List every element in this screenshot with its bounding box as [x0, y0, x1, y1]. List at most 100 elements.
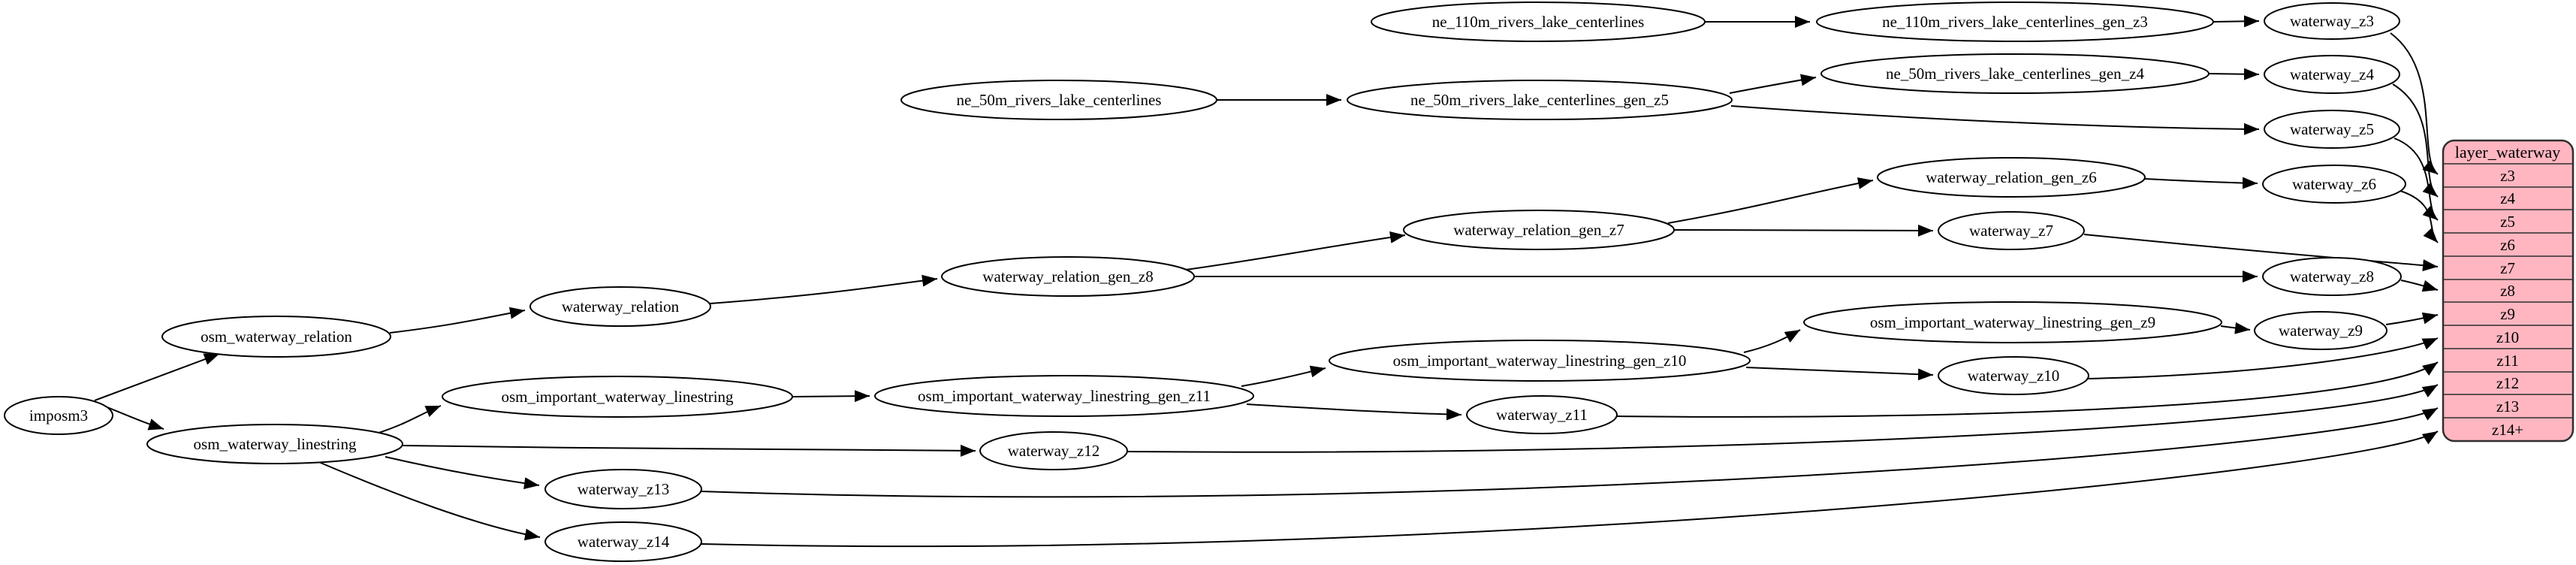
record-row-z11: z11 — [2496, 352, 2519, 370]
node-osm_waterway_relation: osm_waterway_relation — [161, 316, 391, 358]
node-label: waterway_z7 — [1969, 222, 2053, 240]
node-label: waterway_relation — [562, 298, 680, 316]
record-row-z13: z13 — [2496, 397, 2519, 415]
node-waterway_relation_gen_z6: waterway_relation_gen_z6 — [1877, 157, 2146, 198]
edge-waterway_z6-to-record-z6 — [2400, 190, 2439, 243]
edge-gen_z11-to-gen_z10 — [1241, 365, 1326, 387]
node-ne_110m_rivers_lake_centerlines: ne_110m_rivers_lake_centerlines — [1371, 2, 1706, 42]
node-label: waterway_relation_gen_z6 — [1926, 168, 2096, 186]
edge-waterway_z12-to-record-z12 — [1127, 384, 2439, 453]
node-waterway_relation: waterway_relation — [529, 286, 711, 327]
node-waterway_z14: waterway_z14 — [544, 521, 702, 562]
node-label: waterway_relation_gen_z7 — [1453, 221, 1624, 239]
edge-waterway_relation-to-gen_z8 — [709, 274, 938, 304]
node-label: ne_110m_rivers_lake_centerlines_gen_z3 — [1882, 13, 2148, 31]
node-waterway_z9: waterway_z9 — [2254, 311, 2387, 350]
node-waterway_z11: waterway_z11 — [1466, 395, 1618, 434]
node-label: waterway_z14 — [578, 533, 670, 551]
node-ne_110m_rivers_lake_centerlines_gen_z3: ne_110m_rivers_lake_centerlines_gen_z3 — [1816, 2, 2214, 42]
node-label: waterway_relation_gen_z8 — [982, 267, 1153, 286]
node-label: waterway_z6 — [2292, 175, 2376, 193]
record-row-z9: z9 — [2500, 305, 2515, 323]
edge-gen_z11-to-waterway_z11 — [1246, 403, 1462, 421]
edge-gen_z10-to-waterway_z10 — [1745, 367, 1934, 381]
edge-waterway_z8-to-record-z8 — [2400, 279, 2439, 292]
record-row-z5: z5 — [2500, 213, 2515, 231]
edge-waterway_z3-to-record-z3 — [2390, 32, 2439, 175]
record-row-z4: z4 — [2500, 189, 2515, 207]
record-row-z7: z7 — [2500, 259, 2515, 277]
node-layer: imposm3 osm_waterway_relation waterway_r… — [4, 2, 2406, 562]
edge-osm_waterway_linestring-to-waterway_z14 — [315, 460, 541, 541]
node-label: osm_waterway_relation — [201, 328, 352, 346]
edge-gen_z7-to-gen_z6 — [1667, 177, 1874, 224]
node-osm_waterway_linestring: osm_waterway_linestring — [146, 424, 403, 464]
edge-ne_50m_gen_z5-to-waterway_z5 — [1730, 105, 2260, 135]
node-osm_important_waterway_linestring: osm_important_waterway_linestring — [442, 376, 793, 418]
node-label: waterway_z5 — [2290, 120, 2374, 138]
node-label: ne_50m_rivers_lake_centerlines_gen_z5 — [1410, 91, 1669, 109]
record-row-z12: z12 — [2496, 374, 2519, 392]
node-label: osm_important_waterway_linestring_gen_z1… — [1393, 352, 1687, 370]
node-label: waterway_z13 — [578, 480, 669, 498]
edge-ne_50m_gen_z5-to-gen_z4 — [1729, 74, 1817, 94]
edge-imposm3-to-osm_waterway_relation — [94, 353, 220, 401]
node-waterway_z4: waterway_z4 — [2264, 55, 2400, 94]
edge-gen_z8-to-gen_z7 — [1185, 231, 1406, 270]
record-row-z8: z8 — [2500, 282, 2515, 300]
record-title: layer_waterway — [2455, 143, 2560, 162]
edge-waterway_z14-to-record-z14 — [701, 431, 2439, 548]
node-waterway_z12: waterway_z12 — [979, 431, 1128, 470]
node-label: ne_110m_rivers_lake_centerlines — [1432, 13, 1645, 31]
edge-layer — [94, 15, 2439, 548]
node-label: waterway_z10 — [1968, 367, 2059, 385]
edge-gen_z6-to-waterway_z6 — [2144, 177, 2258, 189]
edge-waterway_z11-to-record-z11 — [1616, 361, 2439, 418]
edge-osm_important_waterway_linestring-to-gen_z11 — [792, 390, 870, 403]
record-row-z14: z14+ — [2492, 421, 2523, 439]
node-label: osm_important_waterway_linestring_gen_z1… — [918, 387, 1211, 405]
node-waterway_z3: waterway_z3 — [2264, 2, 2400, 40]
edge-waterway_z13-to-record-z13 — [701, 407, 2439, 498]
table-layer-waterway: layer_waterway z3 z4 z5 z6 z7 z8 z9 z10 … — [2442, 139, 2574, 443]
edge-gen_z10-to-gen_z9 — [1743, 329, 1801, 353]
node-osm_important_waterway_linestring_gen_z11: osm_important_waterway_linestring_gen_z1… — [874, 375, 1254, 417]
node-label: waterway_z11 — [1496, 406, 1588, 424]
node-osm_important_waterway_linestring_gen_z10: osm_important_waterway_linestring_gen_z1… — [1329, 340, 1751, 382]
edge-osm_waterway_linestring-to-waterway_z12 — [402, 444, 976, 457]
node-waterway_z13: waterway_z13 — [544, 469, 702, 509]
edge-waterway_z7-to-record-z7 — [2083, 234, 2439, 272]
record-outline — [2442, 139, 2574, 443]
node-label: waterway_z8 — [2290, 267, 2374, 286]
record-row-z3: z3 — [2500, 167, 2515, 185]
edge-osm_waterway_linestring-to-waterway_z13 — [385, 456, 540, 490]
edge-osm_waterway_linestring-to-osm_important_waterway_linestring — [376, 405, 442, 434]
node-label: osm_waterway_linestring — [194, 435, 357, 453]
edge-waterway_z4-to-record-z4 — [2392, 83, 2439, 198]
record-row-z10: z10 — [2496, 328, 2519, 346]
edge-osm_waterway_relation-to-waterway_relation — [389, 307, 526, 334]
edge-waterway_z10-to-record-z10 — [2087, 337, 2439, 379]
node-label: osm_important_waterway_linestring — [501, 388, 734, 406]
node-imposm3: imposm3 — [4, 396, 113, 435]
node-label: ne_50m_rivers_lake_centerlines_gen_z4 — [1886, 65, 2145, 83]
node-ne_50m_rivers_lake_centerlines: ne_50m_rivers_lake_centerlines — [900, 80, 1217, 120]
node-osm_important_waterway_linestring_gen_z9: osm_important_waterway_linestring_gen_z9 — [1803, 301, 2222, 343]
node-ne_50m_rivers_lake_centerlines_gen_z4: ne_50m_rivers_lake_centerlines_gen_z4 — [1820, 53, 2210, 94]
node-waterway_z6: waterway_z6 — [2262, 165, 2406, 204]
edge-ne_110m_gen_z3-to-waterway_z3 — [2213, 15, 2260, 28]
node-waterway_z10: waterway_z10 — [1938, 356, 2089, 395]
node-waterway_z8: waterway_z8 — [2262, 257, 2402, 296]
node-waterway_z7: waterway_z7 — [1938, 211, 2085, 250]
edge-gen_z7-to-waterway_z7 — [1673, 224, 1934, 237]
node-waterway_relation_gen_z8: waterway_relation_gen_z8 — [941, 256, 1195, 297]
node-label: waterway_z12 — [1008, 442, 1099, 460]
node-label: waterway_z3 — [2290, 12, 2374, 30]
edge-waterway_z5-to-record-z5 — [2394, 137, 2439, 221]
node-label: waterway_z9 — [2279, 322, 2363, 340]
node-ne_50m_rivers_lake_centerlines_gen_z5: ne_50m_rivers_lake_centerlines_gen_z5 — [1347, 80, 1733, 120]
node-label: imposm3 — [29, 406, 88, 425]
edge-waterway_z9-to-record-z9 — [2385, 312, 2439, 325]
